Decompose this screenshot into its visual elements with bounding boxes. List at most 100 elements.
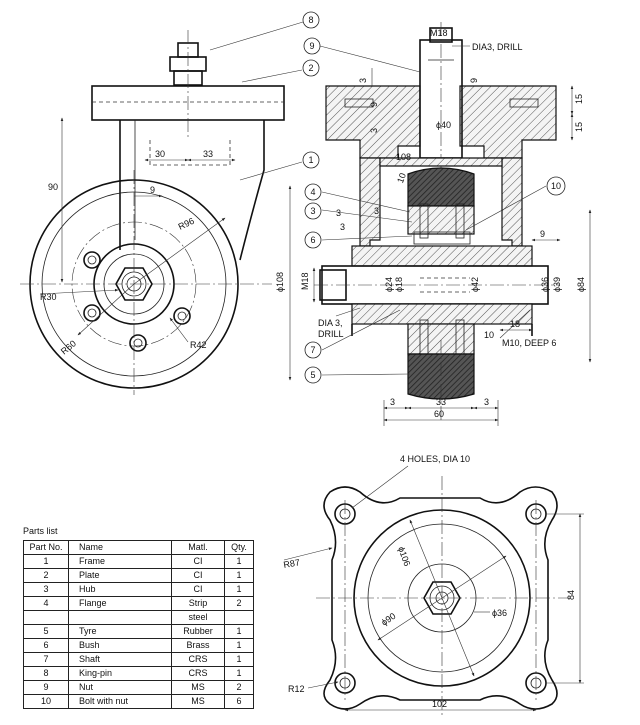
dim-60: 60 [434,409,444,419]
table-cell-no [23,610,69,625]
table-cell-name: King-pin [68,666,172,681]
table-cell-name: Flange [68,596,172,611]
dim-10: 10 [395,172,408,185]
table-cell-no: 10 [23,694,69,709]
table-cell-no: 3 [23,582,69,597]
tyre-bottom [407,353,475,400]
svg-text:8: 8 [308,15,313,25]
table-cell-qty: 2 [224,596,254,611]
dim-r12: R12 [288,684,305,694]
table-cell-qty: 1 [224,666,254,681]
dim-phi39: ϕ39 [552,277,562,292]
table-cell-matl: Strip [171,596,225,611]
table-cell-matl: MS [171,680,225,695]
dim-m18-top: M18 [430,28,448,38]
table-cell-matl: Rubber [171,624,225,639]
table-cell-name: Bolt with nut [68,694,172,709]
dim-phi40: ϕ40 [436,120,451,130]
table-cell-name: Hub [68,582,172,597]
dim-dia3-drill-bot-line1: DIA 3, [318,318,343,328]
table-cell-name [68,610,172,625]
dim-phi36-plan: ϕ36 [492,608,507,618]
col-qty: Qty. [224,540,254,555]
plate-right-section [459,85,557,159]
dim-10-b: 10 [484,330,494,340]
front-view: 90 30 33 9 R96 R30 R60 R42 [20,21,304,395]
callout-1: 1 [302,151,320,169]
table-cell-matl: CRS [171,666,225,681]
tyre-top [407,167,475,207]
dim-dia3-drill-bot-line2: DRILL [318,329,344,339]
dim-9-b: 9 [469,78,479,83]
dim-108: 108 [396,152,411,162]
dim-phi106: ϕ106 [396,545,412,567]
dim-3-a: 3 [358,78,368,83]
col-matl: Matl. [171,540,225,555]
table-cell-no: 5 [23,624,69,639]
dim-33: 33 [436,397,446,407]
frame-left-leg [359,157,381,247]
dim-4-holes-dia10: 4 HOLES, DIA 10 [400,454,470,464]
dim-phi84: ϕ84 [576,277,586,292]
table-cell-matl: MS [171,694,225,709]
dim-3-d: 3 [340,222,345,232]
dim-3-e: 3 [374,206,379,216]
dim-r96: R96 [177,216,196,232]
dim-15-a: 15 [574,94,584,104]
table-cell-qty: 1 [224,638,254,653]
table-cell-no: 1 [23,554,69,569]
parts-list-caption: Parts list [23,526,58,536]
callout-6: 6 [304,231,322,249]
table-cell-name: Plate [68,568,172,583]
table-cell-name: Frame [68,554,172,569]
col-part-no: Part No. [23,540,69,555]
table-cell-qty: 1 [224,582,254,597]
parts-list-header-row: Part No. Name Matl. Qty. [23,540,254,555]
svg-text:10: 10 [551,181,561,191]
dim-33: 33 [203,149,213,159]
dim-phi36: ϕ36 [540,277,550,292]
table-cell-name: Tyre [68,624,172,639]
dim-9: 9 [150,185,155,195]
svg-text:2: 2 [308,63,313,73]
callout-3: 3 [304,202,322,220]
svg-text:9: 9 [309,41,314,51]
dim-15-b: 15 [574,122,584,132]
table-cell-name: Shaft [68,652,172,667]
dim-r30: R30 [40,292,57,302]
hub-upper [407,205,475,235]
dim-m10-deep6: M10, DEEP 6 [502,338,556,348]
dim-phi24: ϕ24 [384,277,394,292]
dim-r87: R87 [283,557,301,570]
dim-phi108: ϕ108 [275,272,285,292]
svg-text:5: 5 [310,370,315,380]
dim-30: 30 [155,149,165,159]
svg-text:1: 1 [308,155,313,165]
table-cell-matl: steel [171,610,225,625]
table-cell-no: 2 [23,568,69,583]
table-cell-qty: 6 [224,694,254,709]
col-name: Name [68,540,172,555]
dim-3-f: 3 [390,397,395,407]
dim-phi42: ϕ42 [470,277,480,292]
table-cell-qty: 1 [224,568,254,583]
frame-right-leg [501,157,523,247]
callout-9: 9 [303,37,321,55]
dim-phi18: ϕ18 [394,277,404,292]
frame-body [119,120,265,261]
section-view: M18 DIA3, DRILL 3 9 3 9 15 15 ϕ40 108 10… [275,22,592,426]
table-cell-matl: Brass [171,638,225,653]
table-cell-matl: CRS [171,652,225,667]
callout-4: 4 [304,183,322,201]
svg-text:4: 4 [310,187,315,197]
